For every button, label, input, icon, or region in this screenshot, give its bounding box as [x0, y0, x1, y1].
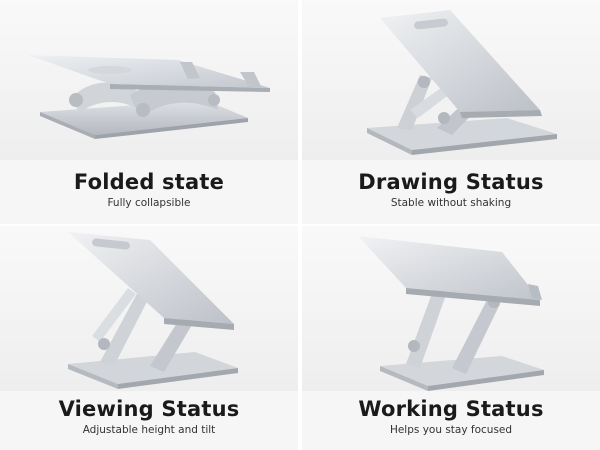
panel-subtitle: Helps you stay focused	[389, 424, 513, 436]
stand-working-image	[302, 226, 600, 391]
panel-subtitle: Adjustable height and tilt	[82, 424, 216, 436]
panel-folded: Folded state Fully collapsible	[0, 0, 298, 224]
panel-title: Working Status	[358, 397, 544, 421]
panel-title: Folded state	[73, 170, 225, 194]
panel-title: Drawing Status	[358, 170, 544, 194]
panel-drawing: Drawing Status Stable without shaking	[302, 0, 600, 224]
panel-working: Working Status Helps you stay focused	[302, 226, 600, 450]
panel-subtitle: Fully collapsible	[107, 197, 191, 209]
panel-viewing: Viewing Status Adjustable height and til…	[0, 226, 298, 450]
panel-title: Viewing Status	[58, 397, 240, 421]
stand-folded-image	[0, 0, 298, 160]
stand-viewing-image	[0, 226, 298, 391]
panel-subtitle: Stable without shaking	[390, 197, 512, 209]
stand-drawing-image	[302, 0, 600, 160]
